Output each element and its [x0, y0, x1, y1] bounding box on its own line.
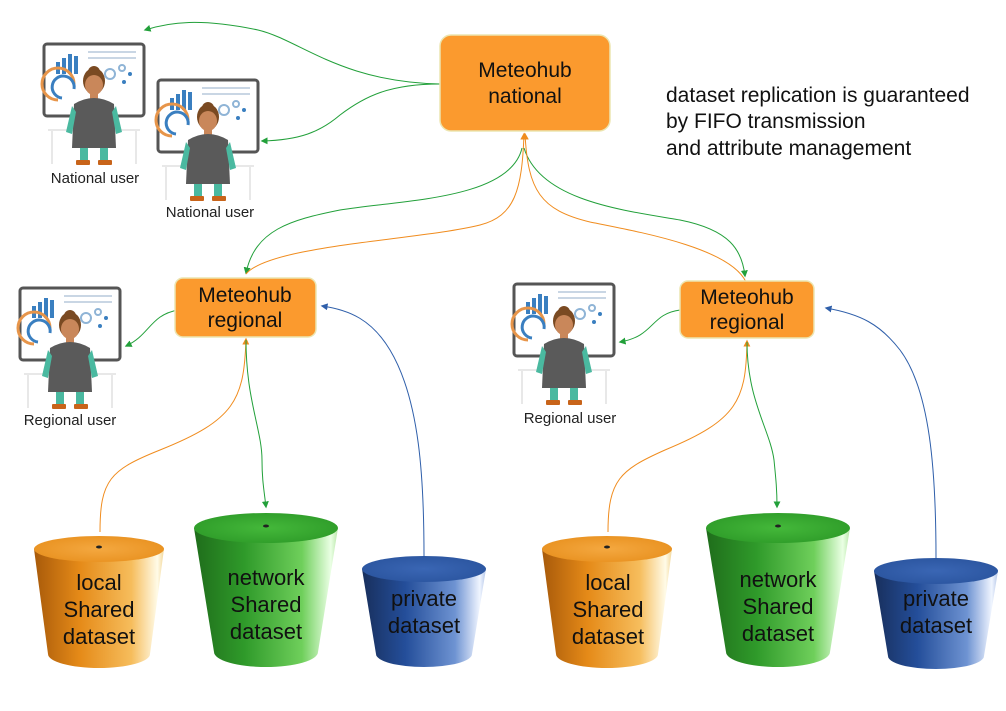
arrow-national-to-regional-right [523, 147, 748, 278]
national-user-2: National user [154, 78, 260, 221]
arrow-private-left-to-regional [320, 303, 425, 557]
dataset-left-private-line2: dataset [388, 613, 460, 638]
arrow-regional-right-to-user [618, 309, 681, 345]
hub-regional-left: Meteohub regional [174, 277, 317, 338]
hub-regional-left-line1: Meteohub [198, 284, 291, 307]
dataset-right-private-line1: private [903, 586, 969, 611]
dataset-right-network-line1: network [739, 567, 817, 592]
dataset-right-private: private dataset [874, 558, 998, 669]
user-at-computer-icon [40, 42, 146, 167]
arrow-regional-left-to-user [124, 309, 179, 347]
hub-national-line2: national [488, 85, 562, 108]
arrow-national-to-regional-left [243, 147, 523, 275]
dataset-right-local-line3: dataset [572, 624, 644, 649]
arrow-private-right-to-regional [824, 305, 937, 559]
dataset-left-local-line1: local [76, 570, 121, 595]
dataset-right-network: network Shared dataset [706, 513, 850, 667]
dataset-left-local-line2: Shared [64, 597, 135, 622]
regional-user-right: Regional user [510, 282, 617, 427]
dataset-right-network-line2: Shared [743, 594, 814, 619]
dataset-left-network-line1: network [227, 565, 305, 590]
dataset-left-network: network Shared dataset [194, 513, 338, 667]
arrow-national-to-user-2 [260, 83, 441, 145]
hub-national: Meteohub national [439, 34, 611, 132]
national-user-1-label: National user [51, 170, 139, 187]
hub-regional-right: Meteohub regional [679, 280, 815, 339]
user-at-computer-icon [154, 78, 260, 203]
arrow-national-to-user-1 [143, 21, 441, 85]
arrow-local-right-to-regional [607, 339, 751, 533]
note-line-3: and attribute management [666, 137, 911, 160]
user-at-computer-icon [510, 282, 616, 407]
note-line-2: by FIFO transmission [666, 110, 866, 133]
hub-regional-right-line2: regional [710, 311, 785, 334]
arrow-regional-left-to-national [245, 132, 528, 275]
replication-note: dataset replication is guaranteed by FIF… [666, 84, 970, 160]
national-user-2-label: National user [166, 204, 254, 221]
dataset-right-local: local Shared dataset [542, 536, 672, 668]
hub-regional-right-line1: Meteohub [700, 286, 793, 309]
arrow-regional-right-to-network [746, 341, 781, 509]
hub-national-line1: Meteohub [478, 59, 571, 82]
dataset-left-network-line3: dataset [230, 619, 302, 644]
dataset-left-local: local Shared dataset [34, 536, 164, 668]
dataset-right-local-line2: Shared [573, 597, 644, 622]
dataset-left-local-line3: dataset [63, 624, 135, 649]
connection-arrows [99, 21, 937, 559]
dataset-left-network-line2: Shared [231, 592, 302, 617]
dataset-left-private-line1: private [391, 586, 457, 611]
regional-user-left-label: Regional user [24, 412, 117, 429]
national-user-1: National user [40, 42, 146, 187]
hub-regional-left-line2: regional [208, 309, 283, 332]
dataset-right-private-line2: dataset [900, 613, 972, 638]
dataset-right-local-line1: local [585, 570, 630, 595]
arrow-regional-right-to-national [521, 132, 747, 283]
user-at-computer-icon [16, 286, 122, 411]
regional-user-right-label: Regional user [524, 410, 617, 427]
dataset-left-private: private dataset [362, 556, 486, 667]
regional-user-left: Regional user [16, 286, 122, 429]
note-line-1: dataset replication is guaranteed [666, 84, 970, 107]
arrow-regional-left-to-network [245, 339, 269, 509]
arrow-local-left-to-regional [99, 337, 250, 533]
dataset-right-network-line3: dataset [742, 621, 814, 646]
